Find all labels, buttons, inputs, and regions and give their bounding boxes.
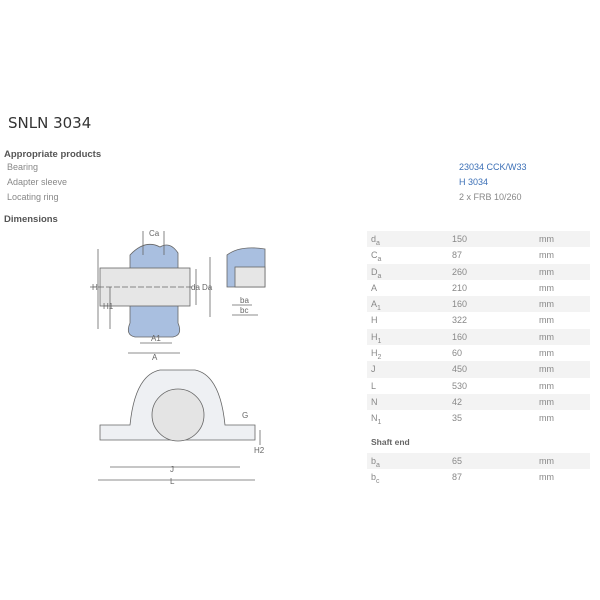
dimension-unit: mm <box>539 380 554 391</box>
dimension-row: A 210 mm <box>367 280 590 296</box>
dimension-symbol: A1 <box>371 299 381 312</box>
section-view <box>90 231 266 354</box>
locating-ring-value: 2 x FRB 10/260 <box>459 192 522 202</box>
label-Da: Da <box>202 283 213 292</box>
label-bc: bc <box>240 306 248 315</box>
dimension-value: 65 <box>452 455 463 466</box>
dimension-value: 87 <box>452 471 463 482</box>
dimension-unit: mm <box>539 413 554 424</box>
dimension-value: 35 <box>452 413 463 424</box>
dimension-value: 42 <box>452 396 463 407</box>
label-a1: A1 <box>151 334 161 343</box>
dimension-value: 160 <box>452 331 468 342</box>
dimension-value: 530 <box>452 380 468 391</box>
dimension-value: 450 <box>452 364 468 375</box>
products-heading: Appropriate products <box>4 149 102 160</box>
dimension-value: 160 <box>452 299 468 310</box>
dimension-row: H2 60 mm <box>367 345 590 361</box>
dimension-unit: mm <box>539 315 554 326</box>
dimension-row: H1 160 mm <box>367 328 590 346</box>
dimension-symbol: H1 <box>371 331 382 345</box>
label-h: H <box>92 283 98 292</box>
dimensions-heading: Dimensions <box>4 214 58 225</box>
dimension-value: 322 <box>452 315 468 326</box>
dimension-row: N1 35 mm <box>367 410 590 426</box>
dimension-value: 60 <box>452 348 463 359</box>
dimension-unit: mm <box>539 396 554 407</box>
dimension-row: ba 65 mm <box>367 452 590 469</box>
dimension-unit: mm <box>539 299 554 310</box>
dimension-unit: mm <box>539 348 554 359</box>
dimension-value: 260 <box>452 266 468 277</box>
dimension-row: da 150 mm <box>367 231 590 248</box>
label-h2: H2 <box>254 446 265 455</box>
dimension-symbol: N1 <box>371 413 382 427</box>
dimension-value: 210 <box>452 282 468 293</box>
adapter-sleeve-link[interactable]: H 3034 <box>459 177 489 187</box>
dimension-symbol: H <box>371 315 378 326</box>
adapter-sleeve-label: Adapter sleeve <box>7 177 68 187</box>
label-ca: Ca <box>149 229 160 238</box>
label-j: J <box>170 465 174 474</box>
housing-drawing: Ca H H1 da Da A1 A ba bc G H2 J L <box>90 229 266 486</box>
dimension-unit: mm <box>539 282 554 293</box>
dimension-symbol: A <box>371 282 378 293</box>
dimension-unit: mm <box>539 266 554 277</box>
shaft-end-heading: Shaft end <box>371 436 410 447</box>
dimension-unit: mm <box>539 250 554 261</box>
dimension-symbol: Da <box>371 266 382 280</box>
dimension-symbol: da <box>371 234 380 247</box>
page-title: SNLN 3034 <box>8 114 92 132</box>
dimension-row: L 530 mm <box>367 378 590 394</box>
bearing-link[interactable]: 23034 CCK/W33 <box>459 162 527 172</box>
label-g: G <box>242 411 248 420</box>
dimension-unit: mm <box>539 364 554 375</box>
dimension-unit: mm <box>539 455 554 466</box>
dimension-symbol: H2 <box>371 348 382 361</box>
dimension-value: 150 <box>452 234 468 244</box>
label-da: da <box>191 283 200 292</box>
dimension-symbol: Ca <box>371 250 382 264</box>
dimension-unit: mm <box>539 471 554 482</box>
dimension-symbol: J <box>371 364 376 375</box>
bearing-label: Bearing <box>7 162 39 172</box>
dimension-symbol: bc <box>371 471 380 485</box>
locating-ring-label: Locating ring <box>7 192 59 202</box>
dimension-row: J 450 mm <box>367 361 590 378</box>
dimension-symbol: ba <box>371 455 380 469</box>
dimension-value: 87 <box>452 250 463 261</box>
dimension-row: Da 260 mm <box>367 263 590 280</box>
dimension-unit: mm <box>539 234 554 244</box>
label-h1: H1 <box>103 302 114 311</box>
label-ba: ba <box>240 296 249 305</box>
dimension-row: Ca 87 mm <box>367 247 590 263</box>
label-l: L <box>170 477 175 486</box>
label-a: A <box>152 353 158 362</box>
dimension-symbol: L <box>371 380 377 391</box>
dimension-row: A1 160 mm <box>367 296 590 313</box>
front-view <box>98 369 261 481</box>
dimension-row: bc 87 mm <box>367 469 590 485</box>
dimension-row: H 322 mm <box>367 312 590 328</box>
dimension-unit: mm <box>539 331 554 342</box>
dimension-symbol: N <box>371 396 378 407</box>
dimension-row: N 42 mm <box>367 393 590 411</box>
